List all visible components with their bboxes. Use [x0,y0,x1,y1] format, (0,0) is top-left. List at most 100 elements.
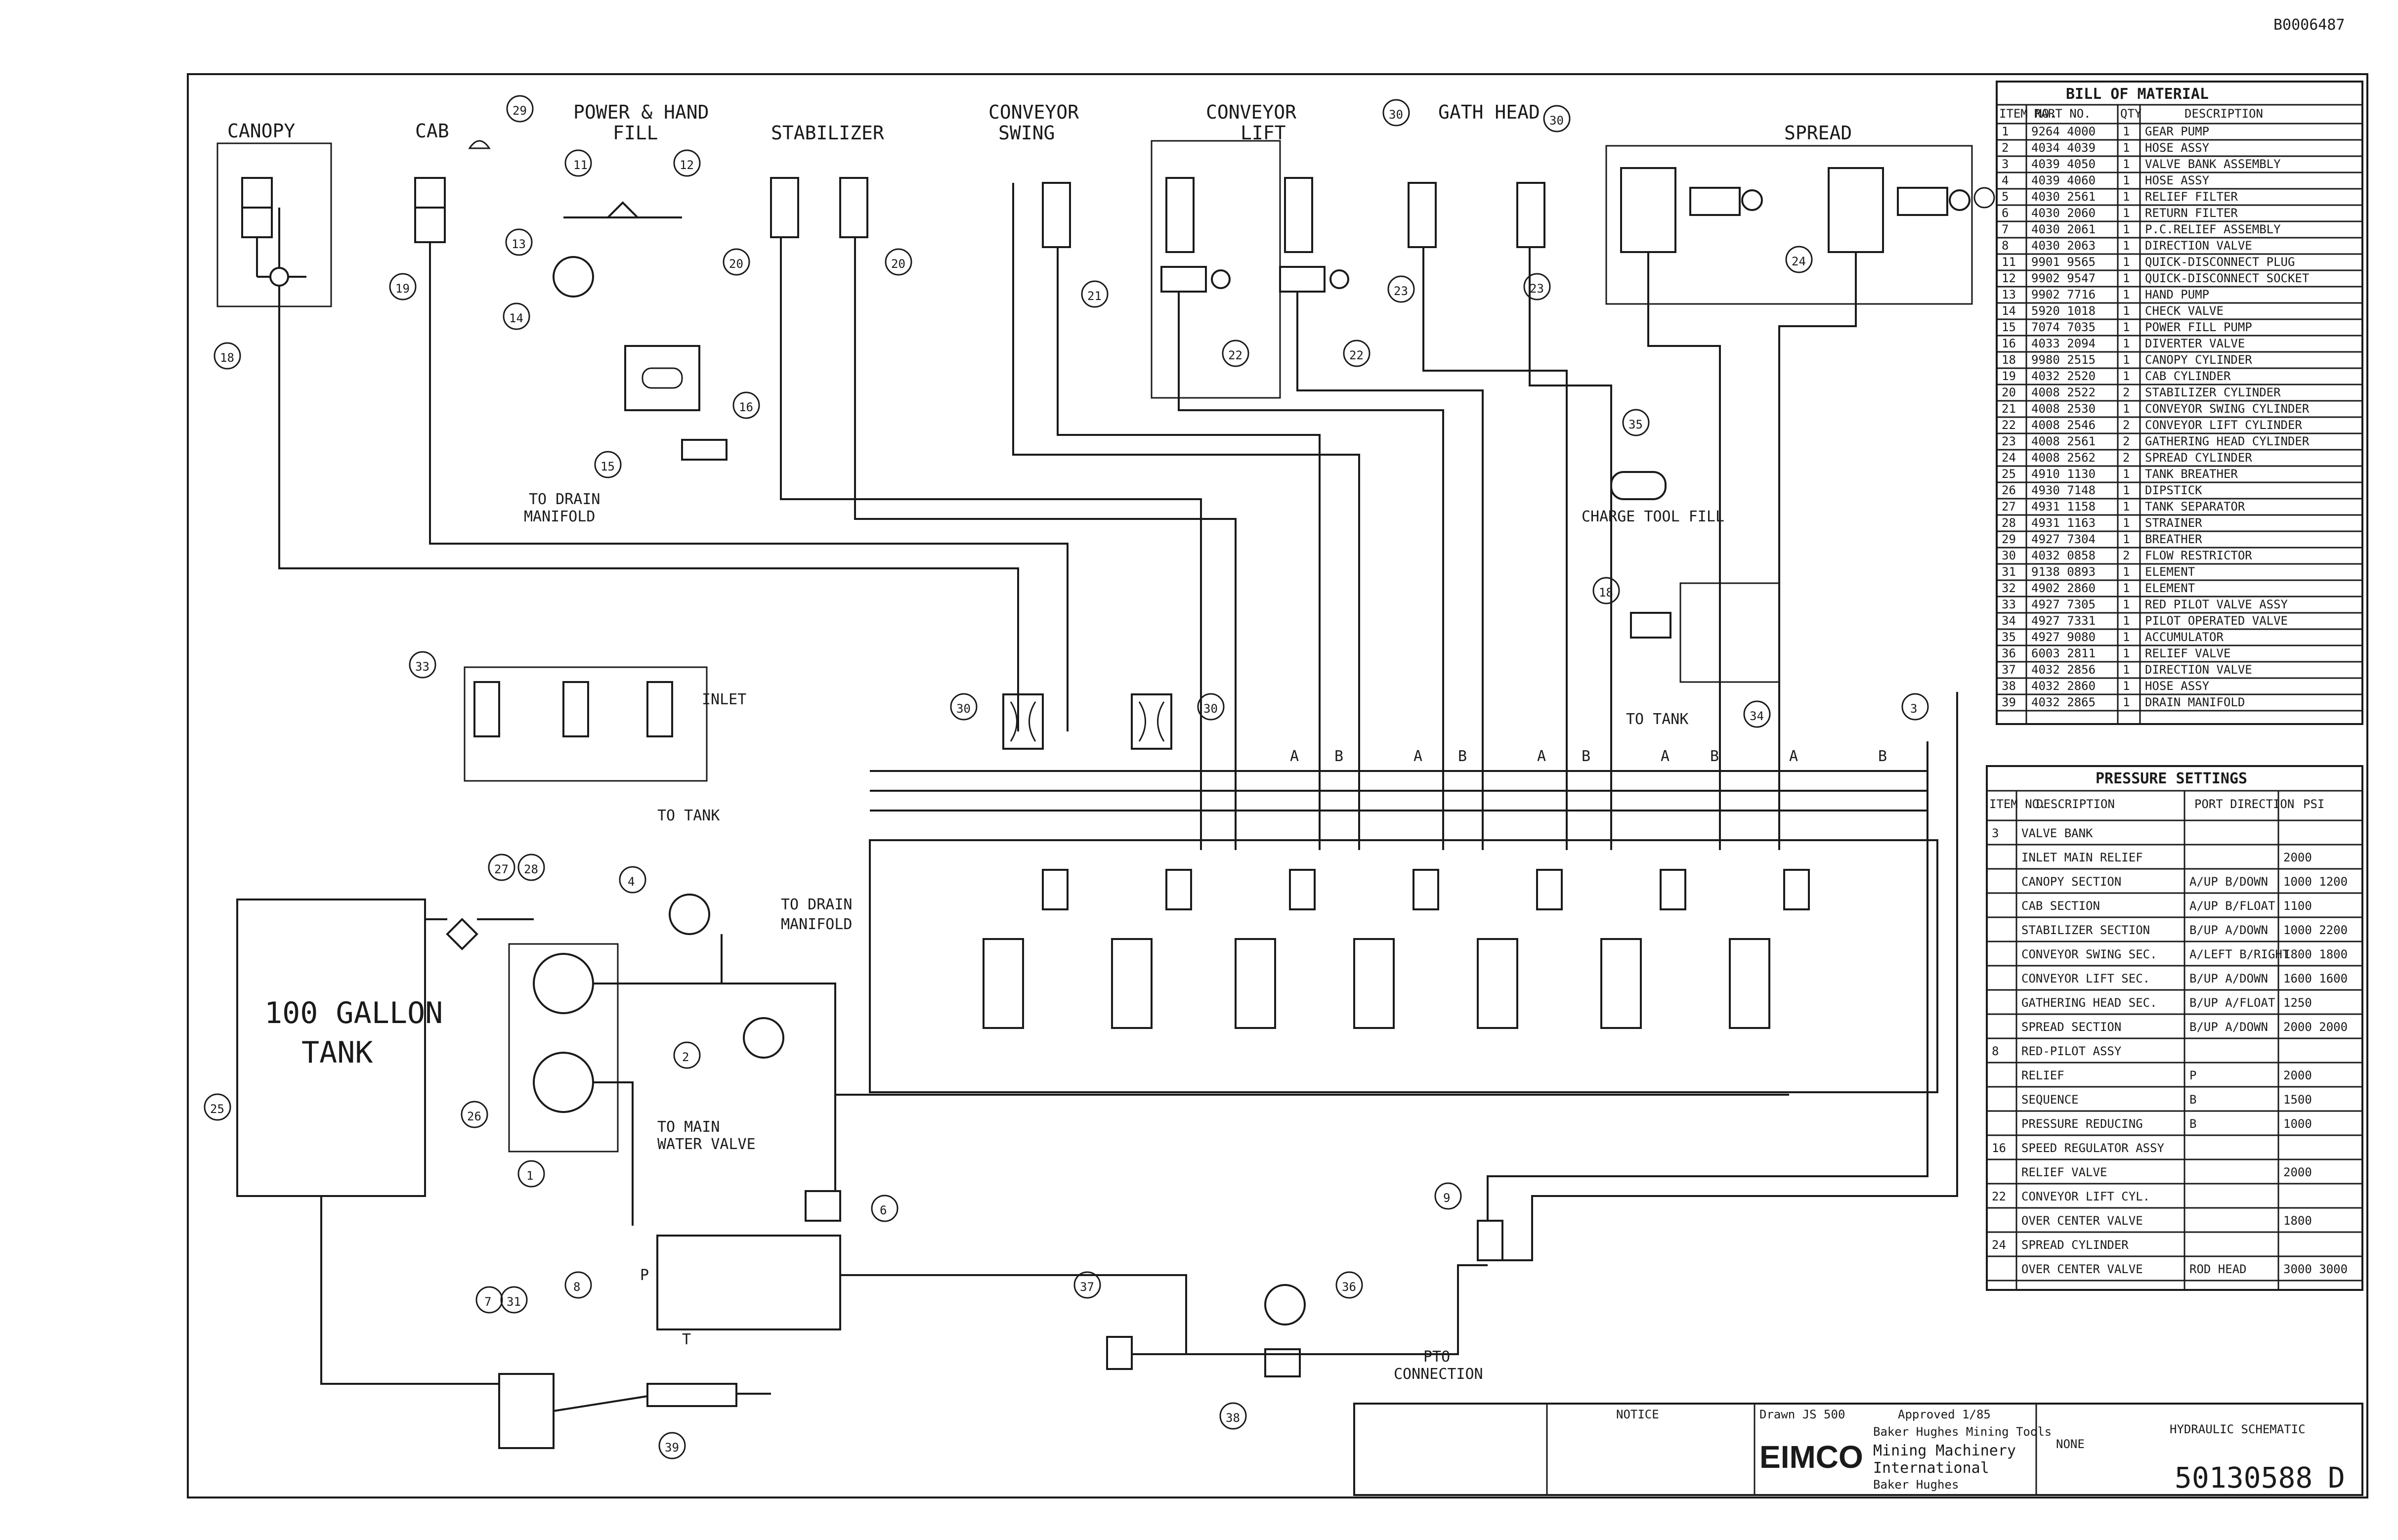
bom-cell-item: 7 [2002,222,2009,236]
valve-bank: A B A B A B A B A B 3 TO DRAIN MANIFOLD [781,693,1938,1093]
pressure-cell-item: 16 [1992,1141,2006,1155]
bom-cell-part: 4008 2546 [2031,418,2096,432]
bom-cell-part: 9264 4000 [2031,125,2096,138]
pressure-cell-psi: 1500 [2283,1093,2312,1107]
pressure-cell-psi: 1000 1200 [2283,875,2348,889]
bom-cell-desc: DIPSTICK [2145,483,2202,497]
label-main-water-2: WATER VALVE [657,1136,756,1153]
bom-cell-qty: 1 [2123,695,2130,709]
label-power-hand-2: FILL [613,122,658,144]
svg-text:1: 1 [526,1169,533,1183]
pressure-cell-item: 24 [1992,1238,2006,1252]
relief-valve-assy [656,1235,841,1330]
svg-text:20: 20 [891,257,905,271]
bom-cell-desc: HAND PUMP [2145,288,2209,301]
company-line-1: Mining Machinery [1873,1442,2016,1459]
bom-cell-part: 4927 9080 [2031,630,2096,644]
label-gath-head: GATH HEAD [1438,101,1540,123]
drawn-by: Drawn JS 500 [1759,1408,1845,1421]
label-stabilizer: STABILIZER [771,122,884,144]
bom-cell-qty: 1 [2123,141,2130,155]
bom-cell-item: 23 [2002,434,2016,448]
label-inlet: INLET [702,691,746,708]
bom-cell-part: 4032 2520 [2031,369,2096,383]
bom-cell-item: 29 [2002,532,2016,546]
bom-cell-part: 4008 2522 [2031,385,2096,399]
stabilizer-group: STABILIZER 20 20 [723,122,912,276]
pressure-cell-psi: 1100 [2283,899,2312,913]
svg-text:4: 4 [628,875,635,889]
label-canopy: CANOPY [227,120,295,142]
pressure-cell-psi: 2000 2000 [2283,1020,2348,1034]
label-tank-2: TANK [301,1035,373,1070]
bom-header-part: PART NO. [2034,107,2091,121]
company-line-3: Baker Hughes [1873,1478,1959,1492]
pressure-cell-psi: 1600 1600 [2283,972,2348,985]
bom-cell-qty: 1 [2123,304,2130,318]
drawing-title: HYDRAULIC SCHEMATIC [2170,1422,2306,1436]
port-a-5: A [1789,748,1798,765]
svg-text:26: 26 [467,1110,481,1123]
svg-text:29: 29 [513,104,527,118]
bom-cell-item: 18 [2002,353,2016,367]
svg-text:38: 38 [1226,1411,1240,1425]
relief-filter-group: 8 P T 6 7 31 39 [475,1190,899,1459]
bom-cell-item: 6 [2002,206,2009,220]
bom-cell-item: 25 [2002,467,2016,481]
port-b-4: B [1710,748,1719,765]
bom-cell-qty: 1 [2123,467,2130,481]
pressure-cell-psi: 1000 [2283,1117,2312,1131]
port-b-5: B [1878,748,1887,765]
accumulator-symbol [1610,471,1667,500]
label-conveyor-swing-2: SWING [998,122,1055,144]
bom-cell-desc: RETURN FILTER [2145,206,2238,220]
svg-text:22: 22 [1228,348,1242,362]
svg-text:11: 11 [573,158,588,172]
conveyor-swing-group: CONVEYOR SWING 21 [988,101,1109,308]
flow-restrictors: 30 30 [950,693,1225,750]
bom-cell-item: 34 [2002,614,2016,628]
bom-header-desc: DESCRIPTION [2184,107,2263,121]
bom-cell-item: 33 [2002,598,2016,611]
bom-cell-part: 4032 2865 [2031,695,2096,709]
drawing-number: 50130588 [2175,1461,2312,1495]
bom-cell-desc: SPREAD CYLINDER [2145,451,2252,465]
gath-head-group: GATH HEAD 30 30 23 23 [1382,99,1571,303]
bill-of-material-table: BILL OF MATERIAL ITEM NO. PART NO. QTY D… [1996,81,2363,725]
bom-cell-desc: HOSE ASSY [2145,141,2210,155]
pressure-cell-port: ROD HEAD [2189,1262,2247,1276]
bom-cell-part: 4931 1158 [2031,500,2096,513]
bom-cell-item: 31 [2002,565,2016,579]
svg-text:34: 34 [1750,709,1764,723]
bom-cell-desc: RELIEF FILTER [2145,190,2238,204]
pressure-header-desc: DESCRIPTION [2036,797,2115,811]
bom-cell-desc: STABILIZER CYLINDER [2145,385,2281,399]
flow-restrictor-2 [1131,693,1172,750]
bom-cell-part: 4008 2561 [2031,434,2096,448]
main-plumbing [320,692,1958,1385]
bom-cell-item: 21 [2002,402,2016,416]
svg-text:23: 23 [1394,284,1408,298]
bom-cell-item: 36 [2002,646,2016,660]
sheet-border [187,73,2368,1498]
bom-cell-qty: 1 [2123,337,2130,350]
bom-cell-desc: CONVEYOR SWING CYLINDER [2145,402,2310,416]
bom-cell-part: 4910 1130 [2031,467,2096,481]
pressure-cell-desc: GATHERING HEAD SEC. [2021,996,2157,1010]
bom-cell-qty: 1 [2123,173,2130,187]
pressure-settings-table: PRESSURE SETTINGS ITEM NO. DESCRIPTION P… [1986,765,2363,1291]
port-b-2: B [1458,748,1467,765]
pressure-cell-item: 3 [1992,826,1999,840]
